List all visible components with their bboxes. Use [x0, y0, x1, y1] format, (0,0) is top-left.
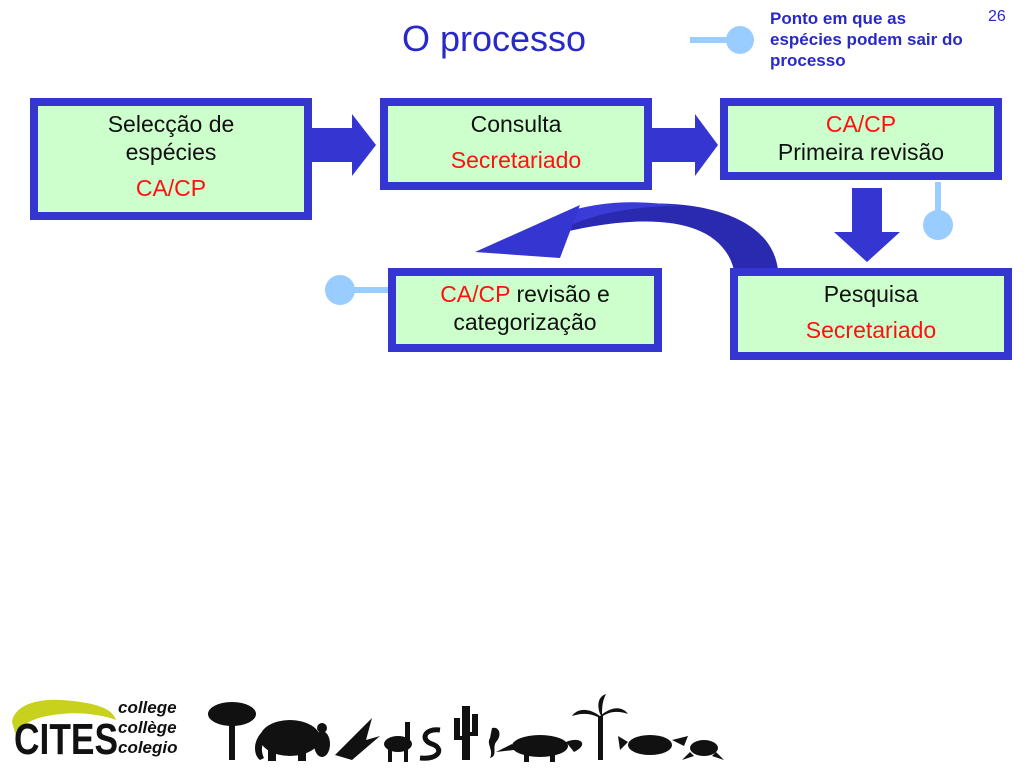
arrow-selection-to-consultation — [310, 114, 376, 176]
legend-text: Ponto em que as espécies podem sair do p… — [770, 9, 963, 70]
arrow-consultation-to-first-review — [652, 114, 718, 176]
box-selection-actor: CA/CP — [135, 175, 207, 201]
box-research: Pesquisa Secretariado — [730, 268, 1012, 360]
box-first-review-actor: CA/CP — [825, 111, 897, 137]
box-review-actor: CA/CP — [440, 281, 511, 307]
college-word-en: college — [118, 698, 177, 717]
legend-exit-marker — [690, 26, 754, 54]
college-word-fr: collège — [118, 718, 177, 737]
eagle-icon — [335, 718, 380, 760]
seahorse-icon — [488, 727, 500, 758]
llama-icon — [384, 722, 412, 762]
box-research-line1: Pesquisa — [823, 281, 919, 307]
box-consultation-actor: Secretariado — [450, 147, 582, 173]
page-title: O processo — [402, 18, 587, 59]
first-review-exit-marker — [923, 182, 953, 240]
tree-icon — [208, 702, 256, 760]
frog-icon — [682, 740, 724, 760]
arrow-first-review-to-research — [834, 188, 900, 262]
box-review-line1: CA/CP revisão e — [396, 280, 654, 308]
elephant-icon — [255, 720, 320, 761]
box-selection-line2: espécies — [125, 139, 217, 165]
bird-icon — [314, 723, 330, 757]
box-review-text: revisão e — [510, 281, 610, 307]
box-selection-line1: Selecção de — [107, 111, 235, 137]
box-consultation-line1: Consulta — [470, 111, 562, 137]
snake-icon — [419, 727, 442, 761]
box-review-categorization: CA/CP revisão e categorização — [388, 268, 662, 352]
anteater-icon — [496, 735, 583, 762]
slide-number: 26 — [988, 8, 1006, 25]
cites-logo: CITES — [12, 699, 118, 764]
box-research-actor: Secretariado — [805, 317, 937, 343]
palm-tree-icon — [572, 694, 628, 760]
college-words: college collège colegio — [118, 698, 178, 758]
box-first-review: CA/CP Primeira revisão — [720, 98, 1002, 180]
arrow-research-to-review — [475, 202, 778, 270]
box-consultation: Consulta Secretariado — [380, 98, 652, 190]
turtle-icon — [618, 735, 688, 755]
box-species-selection: Selecção de espécies CA/CP — [30, 98, 312, 220]
cites-logo-text: CITES — [14, 715, 118, 764]
college-word-es: colegio — [118, 738, 178, 757]
cactus-icon — [454, 706, 478, 760]
box-first-review-line1: Primeira revisão — [777, 139, 945, 165]
box-review-line2: categorização — [453, 309, 597, 335]
review-exit-marker — [325, 275, 392, 305]
